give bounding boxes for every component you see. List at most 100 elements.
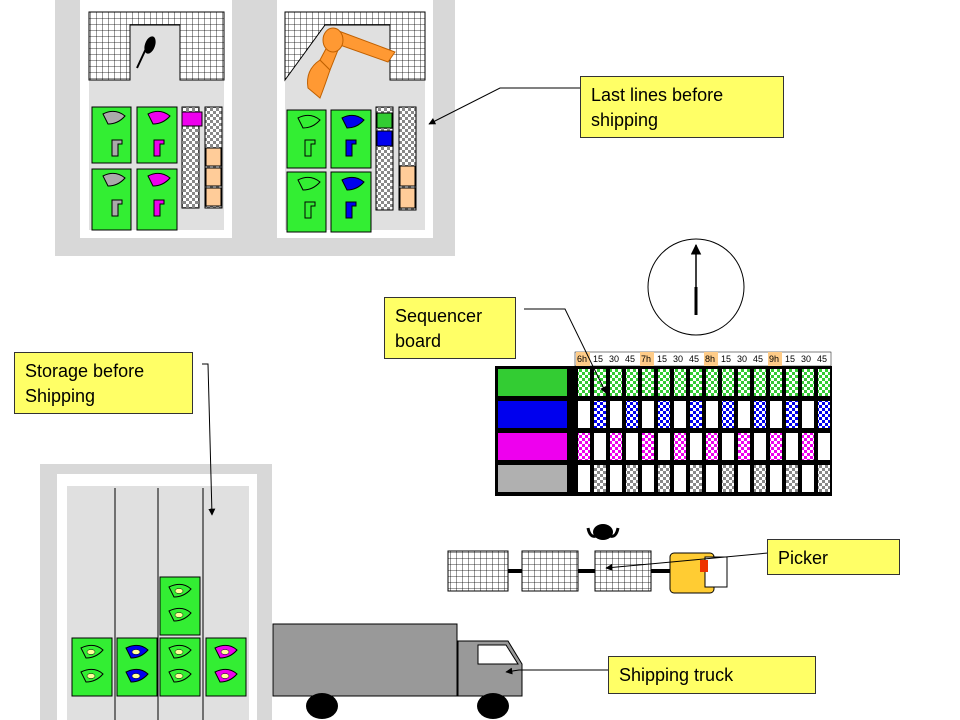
robot-arm-icon — [307, 27, 396, 99]
board-slot — [626, 369, 638, 396]
assembly-lines-panel — [55, 0, 455, 256]
board-time-label: 9h — [769, 354, 779, 364]
board-row-color — [498, 433, 567, 460]
board-slot — [818, 465, 830, 492]
board-slot — [722, 465, 734, 492]
board-slot — [658, 465, 670, 492]
board-slot — [690, 465, 702, 492]
shipping-truck-icon — [272, 623, 523, 719]
board-slot — [610, 369, 622, 396]
cart-3 — [594, 550, 652, 592]
board-slot — [642, 401, 654, 428]
callout-pointers — [202, 87, 769, 675]
board-slot — [610, 401, 622, 428]
board-slot — [610, 433, 622, 460]
board-slot — [674, 401, 686, 428]
board-slot — [642, 465, 654, 492]
hour-marker — [704, 352, 718, 366]
board-slot — [802, 369, 814, 396]
board-slot — [578, 465, 590, 492]
board-slot — [706, 465, 718, 492]
board-slot — [658, 369, 670, 396]
hour-marker — [768, 352, 782, 366]
board-row-color — [498, 369, 567, 396]
board-time-label: 15 — [785, 354, 795, 364]
board-slot — [770, 465, 782, 492]
board-slot — [738, 465, 750, 492]
picker-person-icon — [586, 524, 620, 540]
board-slot — [738, 401, 750, 428]
station-block-right — [286, 106, 417, 233]
board-time-label: 8h — [705, 354, 715, 364]
board-time-label: 30 — [609, 354, 619, 364]
board-row-color — [498, 465, 567, 492]
board-slot — [674, 465, 686, 492]
board-slot — [818, 433, 830, 460]
board-slot — [690, 401, 702, 428]
board-slot — [770, 433, 782, 460]
board-time-label: 6h — [577, 354, 587, 364]
station-block-left — [91, 106, 223, 231]
tugger-icon — [669, 552, 728, 594]
board-slot — [690, 433, 702, 460]
board-time-label: 30 — [737, 354, 747, 364]
board-slot — [706, 369, 718, 396]
board-slot — [722, 433, 734, 460]
callout-picker: Picker — [767, 539, 900, 575]
board-time-label: 45 — [753, 354, 763, 364]
board-slot — [786, 465, 798, 492]
board-slot — [578, 369, 590, 396]
cart-1 — [447, 550, 509, 592]
board-time-label: 30 — [801, 354, 811, 364]
board-slot — [818, 369, 830, 396]
board-time-label: 45 — [625, 354, 635, 364]
board-slot — [786, 369, 798, 396]
picker-train — [447, 524, 728, 594]
board-slot — [626, 433, 638, 460]
board-time-label: 15 — [593, 354, 603, 364]
board-slot — [674, 433, 686, 460]
board-slot — [770, 401, 782, 428]
board-slot — [722, 401, 734, 428]
hour-marker — [640, 352, 654, 366]
board-slot — [786, 401, 798, 428]
board-slot — [594, 433, 606, 460]
board-slot — [610, 465, 622, 492]
board-slot — [754, 465, 766, 492]
board-slot — [642, 433, 654, 460]
board-slot — [578, 433, 590, 460]
callout-storage: Storage before Shipping — [14, 352, 193, 414]
board-slot — [754, 433, 766, 460]
board-row-color — [498, 401, 567, 428]
board-slot — [802, 465, 814, 492]
cart-2 — [521, 550, 579, 592]
board-slot — [658, 401, 670, 428]
board-slot — [738, 433, 750, 460]
board-time-label: 15 — [721, 354, 731, 364]
board-time-label: 15 — [657, 354, 667, 364]
board-time-label: 7h — [641, 354, 651, 364]
board-slot — [626, 401, 638, 428]
board-slot — [690, 369, 702, 396]
board-slot — [706, 433, 718, 460]
board-slot — [754, 369, 766, 396]
board-slot — [770, 369, 782, 396]
board-slot — [754, 401, 766, 428]
storage-panel — [40, 464, 272, 720]
board-slot — [642, 369, 654, 396]
board-slot — [738, 369, 750, 396]
board-time-label: 45 — [817, 354, 827, 364]
board-slot — [706, 401, 718, 428]
callout-sequencer-board: Sequencer board — [384, 297, 516, 359]
board-slot — [802, 433, 814, 460]
callout-shipping-truck: Shipping truck — [608, 656, 816, 694]
clock-icon — [647, 238, 745, 336]
board-slot — [658, 433, 670, 460]
board-time-label: 30 — [673, 354, 683, 364]
board-slot — [674, 369, 686, 396]
board-slot — [786, 433, 798, 460]
hour-marker — [576, 352, 590, 366]
callout-last-lines: Last lines before shipping — [580, 76, 784, 138]
